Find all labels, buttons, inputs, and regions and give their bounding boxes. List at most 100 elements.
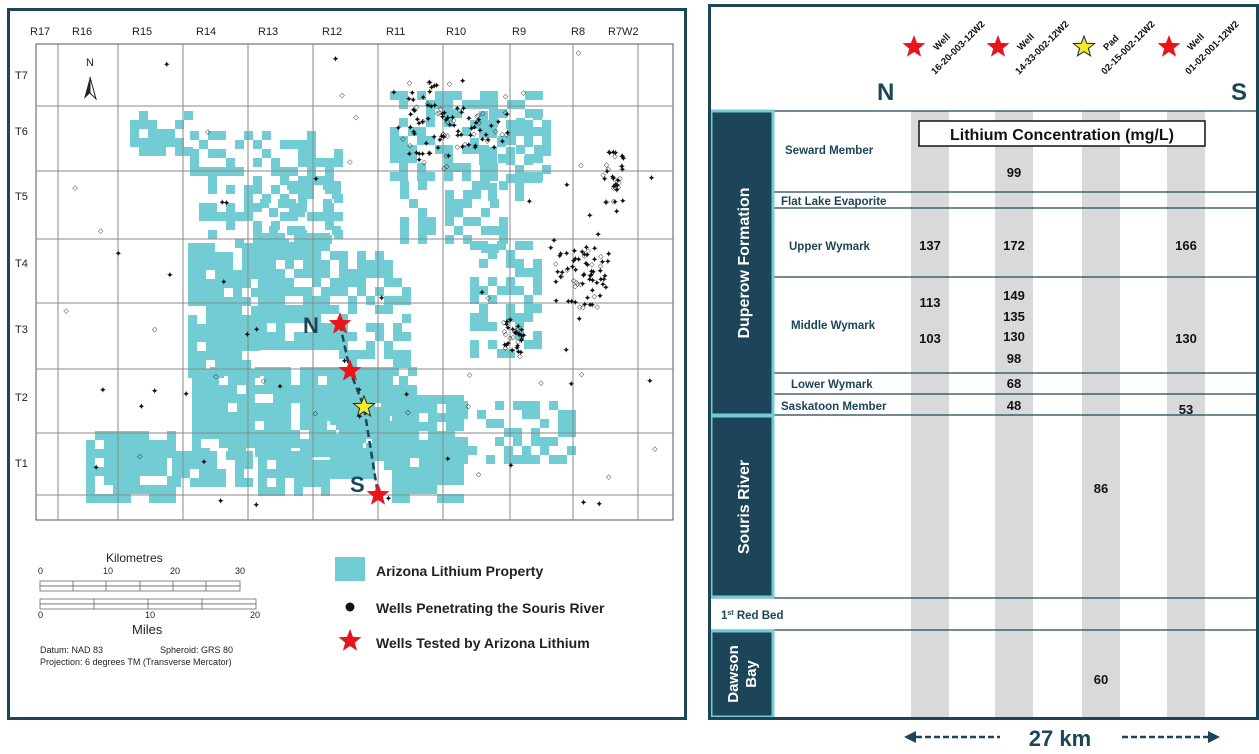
property-parcel (533, 304, 542, 313)
property-parcel (140, 431, 149, 440)
property-parcel (323, 181, 332, 190)
property-parcel (298, 158, 307, 167)
property-parcel (418, 181, 427, 190)
property-parcel (122, 467, 131, 476)
property-parcel (215, 360, 224, 369)
property-parcel (408, 154, 417, 163)
well-header-star-icon (902, 35, 926, 57)
property-parcel (233, 315, 242, 324)
property-parcel (384, 260, 393, 269)
property-parcel (445, 217, 454, 226)
property-parcel (251, 252, 260, 261)
well-location-icon: ✦ (605, 250, 613, 260)
layer-boundaries (711, 110, 1256, 631)
property-parcel (489, 100, 498, 109)
property-parcel (228, 421, 237, 430)
well-location-icon: ✦ (479, 135, 487, 145)
property-parcel (399, 100, 408, 109)
property-parcel (348, 434, 357, 443)
well-location-icon: ✦ (568, 380, 576, 390)
property-parcel (206, 261, 215, 270)
property-parcel (522, 410, 531, 419)
well-location-icon: ✦ (557, 273, 565, 283)
range-label: R9 (512, 26, 526, 38)
property-parcel (366, 260, 375, 269)
well-location-icon: ✦ (572, 266, 580, 276)
north-arrow-label: N (86, 57, 94, 69)
property-parcel (399, 145, 408, 154)
property-parcel (312, 460, 321, 469)
well-location-icon: ✦ (580, 272, 588, 282)
well-location-icon: ◇ (604, 198, 610, 206)
legend-wells-penetrating-label: Wells Penetrating the Souris River (376, 600, 605, 616)
property-parcel (206, 324, 215, 333)
property-parcel (339, 278, 348, 287)
property-parcel (339, 416, 348, 425)
property-parcel (384, 461, 393, 470)
property-parcel (463, 190, 472, 199)
property-parcel (253, 140, 262, 149)
well-location-icon: ✦ (612, 149, 620, 159)
property-parcel (276, 278, 285, 287)
property-parcel (312, 233, 321, 242)
well-location-icon: ◇ (521, 89, 527, 97)
well-location-icon: ◇ (435, 109, 441, 117)
well-location-icon: ✦ (450, 122, 458, 132)
property-parcel (479, 313, 488, 322)
well-location-icon: ✦ (563, 250, 571, 260)
property-parcel (122, 431, 131, 440)
property-parcel (384, 407, 393, 416)
property-parcel (215, 351, 224, 360)
concentration-value: 149 (1003, 288, 1025, 303)
property-parcel (533, 259, 542, 268)
property-parcel (140, 458, 149, 467)
property-parcel (158, 440, 167, 449)
property-parcel (199, 460, 208, 469)
property-parcel (463, 217, 472, 226)
property-parcel (215, 252, 224, 261)
property-parcel (393, 278, 402, 287)
property-parcel (86, 494, 95, 503)
well-location-icon: ◇ (503, 108, 509, 116)
property-parcel (294, 478, 303, 487)
property-parcel (419, 404, 428, 413)
well-location-icon: ✦ (597, 276, 605, 286)
property-parcel (282, 376, 291, 385)
property-parcel (139, 147, 148, 156)
property-parcel (446, 476, 455, 485)
property-parcel (489, 172, 498, 181)
property-parcel (410, 395, 419, 404)
well-location-icon: ✦ (599, 280, 607, 290)
property-parcel (273, 367, 282, 376)
property-parcel (393, 296, 402, 305)
property-parcel (294, 305, 303, 314)
property-parcel (197, 261, 206, 270)
well-location-icon: ✦ (413, 149, 421, 159)
property-parcel (217, 469, 226, 478)
tested-well-star-icon (328, 312, 352, 334)
property-parcel (303, 478, 312, 487)
well-location-icon: ◇ (414, 103, 420, 111)
property-parcel (375, 287, 384, 296)
property-parcel (410, 449, 419, 458)
property-parcel (409, 199, 418, 208)
well-location-icon: ✦ (564, 297, 572, 307)
property-parcel (330, 461, 339, 470)
property-parcel (188, 324, 197, 333)
township-label: T7 (15, 70, 28, 82)
property-parcel (237, 421, 246, 430)
well-location-icon: ◇ (462, 140, 468, 148)
property-parcel (148, 120, 157, 129)
concentration-value: 60 (1094, 672, 1108, 687)
property-parcel (392, 467, 401, 476)
well-location-icon: ✦ (472, 119, 480, 129)
property-parcel (390, 91, 399, 100)
property-parcel (318, 412, 327, 421)
well-location-icon: ✦ (503, 110, 511, 120)
property-parcel (339, 269, 348, 278)
north-arrow-icon: N (84, 57, 97, 101)
well-location-icon: ✦ (515, 330, 523, 340)
property-parcel (489, 163, 498, 172)
property-parcel (401, 449, 410, 458)
property-parcel (258, 314, 267, 323)
